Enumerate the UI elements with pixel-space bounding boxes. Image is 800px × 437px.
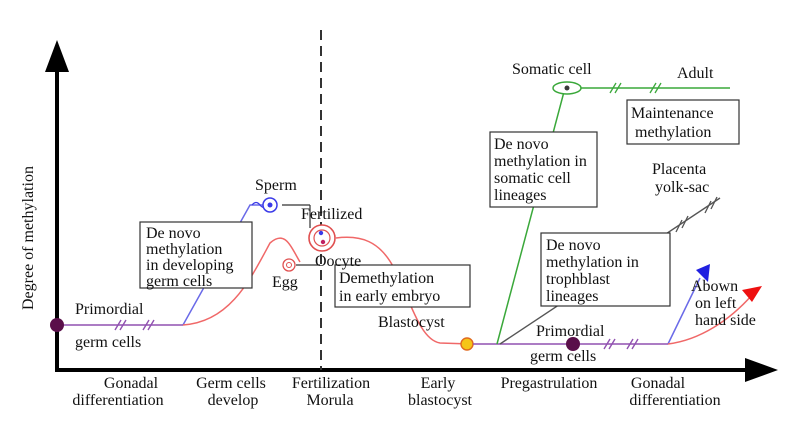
egg-icon (282, 258, 296, 272)
stage-pregastrulation: Pregastrulation (501, 375, 598, 392)
egg-label: Egg (272, 274, 298, 291)
demethylation-box (334, 264, 471, 308)
male-remethylation-line (667, 277, 701, 345)
maintenance-text: Maintenance methylation (631, 105, 718, 141)
placenta-label: Placenta yolk-sac (652, 161, 710, 196)
primordial-germ-cell-dot-right (566, 337, 580, 351)
de-novo-trophoblast-text: De novo methylation in trophblast lineag… (546, 237, 643, 305)
primordial-germ-cells-label-left: Primordial germ cells (75, 301, 147, 351)
demethylation-text: Demethylation in early embryo (339, 270, 440, 305)
female-triangle-marker (742, 286, 762, 302)
blastocyst-icon (460, 337, 474, 351)
de-novo-somatic-text: De novo methylation in somatic cell line… (494, 136, 591, 204)
male-triangle-marker (696, 264, 710, 282)
break-marks-left (114, 319, 155, 331)
stage-gonadal-differentiation-left: Gonadal differentiation (72, 375, 163, 409)
above-left-label: Abown on left hand side (691, 278, 756, 329)
somatic-cell-label: Somatic cell (512, 61, 592, 78)
oocyte-label: Oocyte (315, 253, 361, 270)
maintenance-box (626, 99, 740, 145)
stage-early-blastocyst: Early blastocyst (408, 375, 473, 409)
de-novo-trophoblast-box (540, 232, 671, 307)
primordial-germ-cell-dot-left (50, 318, 64, 332)
somatic-lineage-line (496, 87, 566, 345)
stage-fertilization-morula: Fertilization Morula (292, 375, 374, 409)
fertilized-label: Fertilized (301, 206, 362, 223)
primordial-germ-cells-label-right: Primordial germ cells (530, 323, 608, 365)
de-novo-somatic-box (489, 131, 598, 208)
female-remethylation-line (667, 294, 753, 345)
y-axis-arrow (45, 40, 69, 72)
y-axis-label: Degree of methylation (20, 166, 37, 310)
break-marks-right (603, 338, 639, 350)
de-novo-germ-box (139, 221, 253, 289)
female-methylation-line (182, 237, 301, 326)
fertilized-egg-icon (308, 224, 336, 252)
de-novo-germ-text: De novo methylation in developing germ c… (146, 225, 238, 290)
blastocyst-label: Blastocyst (378, 314, 445, 331)
stage-germ-cells-develop: Germ cells develop (196, 375, 270, 409)
stage-gonadal-differentiation-right: Gonadal differentiation (629, 375, 720, 409)
sperm-label: Sperm (255, 177, 297, 194)
x-axis-arrow (745, 358, 778, 382)
adult-label: Adult (677, 65, 714, 82)
